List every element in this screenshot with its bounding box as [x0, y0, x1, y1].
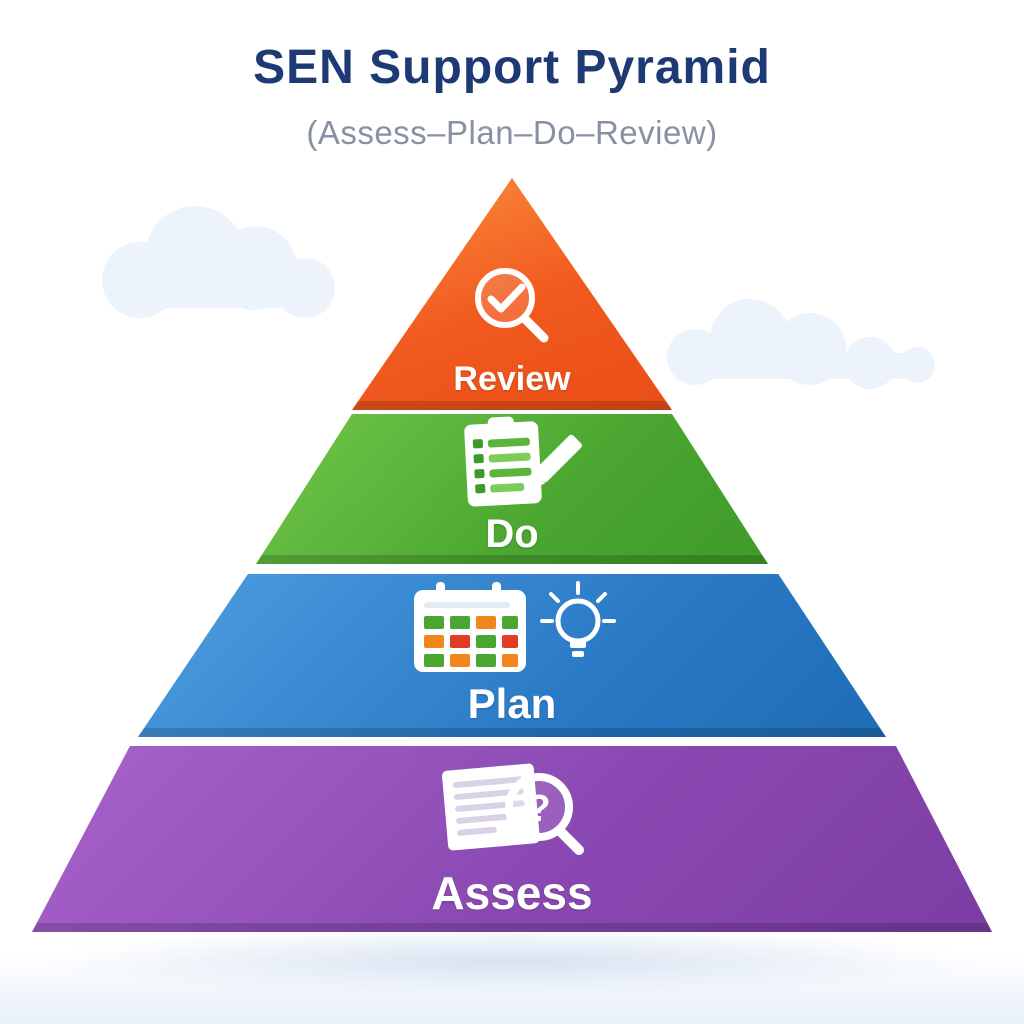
clipboard-pencil-icon: [464, 416, 582, 507]
cloud-right-decoration: [667, 299, 935, 389]
bottom-haze-decoration: [0, 954, 1024, 1024]
calendar-lightbulb-icon: [414, 581, 616, 672]
tier-label-review: Review: [453, 360, 571, 398]
magnifier-check-icon: [475, 268, 549, 343]
question-mark-glyph: ?: [527, 788, 550, 830]
tier-label-plan: Plan: [467, 680, 557, 727]
tier-review: Review: [352, 178, 672, 410]
diagram-subtitle: (Assess–Plan–Do–Review): [306, 114, 718, 151]
tier-label-assess: Assess: [431, 867, 593, 919]
tier-plan: Plan: [138, 574, 886, 737]
tier-label-do: Do: [485, 512, 539, 556]
cloud-left-decoration: [102, 206, 335, 318]
tier-assess: ? Assess: [32, 746, 992, 932]
tier-do: Do: [256, 414, 768, 564]
diagram-title: SEN Support Pyramid: [253, 41, 771, 94]
document-question-magnifier-icon: ?: [442, 763, 584, 855]
